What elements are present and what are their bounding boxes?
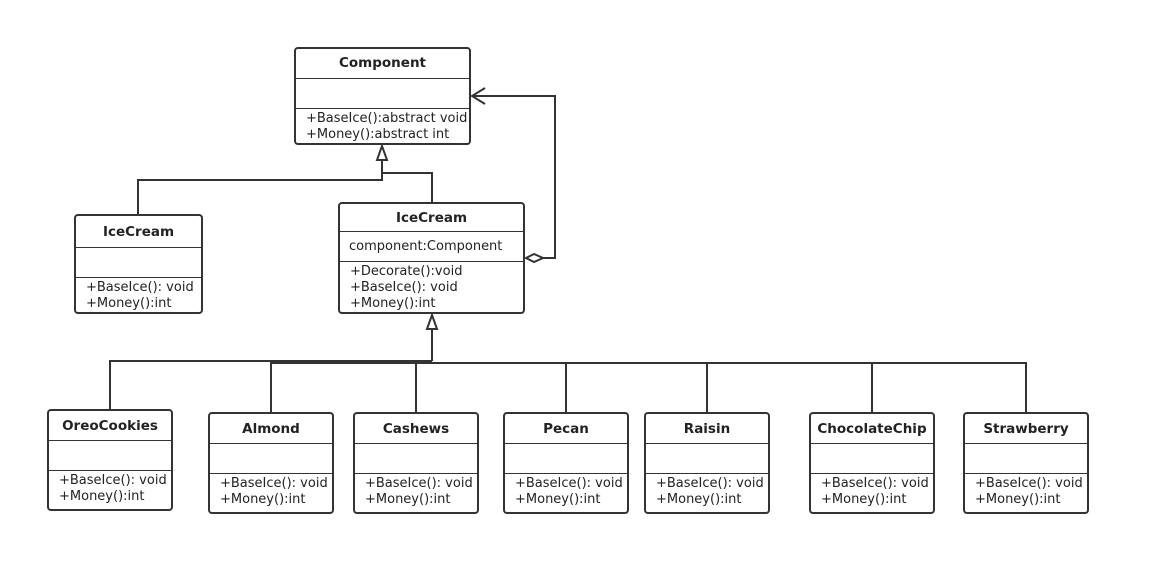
operation: +BaseIce(): void bbox=[350, 280, 458, 295]
class-attributes bbox=[355, 444, 477, 474]
class-operations: +BaseIce(): void +Money():int bbox=[76, 278, 201, 312]
generalization-raisin bbox=[566, 362, 708, 413]
class-chocolatechip[interactable]: ChocolateChip +BaseIce(): void +Money():… bbox=[809, 412, 935, 514]
aggregation-decorator-to-component bbox=[472, 95, 556, 259]
class-name: ChocolateChip bbox=[811, 414, 933, 444]
operation: +Money():int bbox=[220, 492, 306, 507]
class-name: Component bbox=[296, 49, 469, 79]
operation: +BaseIce(): void bbox=[59, 473, 167, 488]
class-operations: +BaseIce(): void +Money():int bbox=[965, 474, 1087, 512]
class-operations: +Decorate():void +BaseIce(): void +Money… bbox=[340, 262, 523, 312]
generalization-arrowhead-decorator bbox=[425, 312, 439, 330]
generalization-strawberry bbox=[872, 362, 1027, 413]
class-attributes bbox=[49, 441, 171, 471]
class-cashews[interactable]: Cashews +BaseIce(): void +Money():int bbox=[353, 412, 479, 514]
class-operations: +BaseIce():abstract void +Money():abstra… bbox=[296, 109, 469, 143]
operation: +Money():int bbox=[515, 492, 601, 507]
class-name: OreoCookies bbox=[49, 411, 171, 441]
operation: +BaseIce(): void bbox=[975, 476, 1083, 491]
class-oreocookies[interactable]: OreoCookies +BaseIce(): void +Money():in… bbox=[47, 409, 173, 511]
operation: +BaseIce(): void bbox=[365, 476, 473, 491]
operation: +Money():int bbox=[59, 489, 145, 504]
aggregation-open-arrowhead bbox=[470, 87, 486, 105]
operation: +BaseIce():abstract void bbox=[306, 111, 468, 126]
class-icecream-decorator[interactable]: IceCream component:Component +Decorate()… bbox=[338, 202, 525, 314]
class-name: Raisin bbox=[646, 414, 768, 444]
class-operations: +BaseIce(): void +Money():int bbox=[210, 474, 332, 512]
class-operations: +BaseIce(): void +Money():int bbox=[646, 474, 768, 512]
generalization-oreocookies bbox=[109, 360, 432, 410]
class-icecream-concrete[interactable]: IceCream +BaseIce(): void +Money():int bbox=[74, 214, 203, 314]
class-component[interactable]: Component +BaseIce():abstract void +Mone… bbox=[294, 47, 471, 145]
operation: +Money():int bbox=[86, 296, 172, 311]
aggregation-diamond bbox=[523, 252, 546, 264]
operation: +BaseIce(): void bbox=[656, 476, 764, 491]
operation: +BaseIce(): void bbox=[86, 280, 194, 295]
class-attributes bbox=[965, 444, 1087, 474]
class-almond[interactable]: Almond +BaseIce(): void +Money():int bbox=[208, 412, 334, 514]
attribute: component:Component bbox=[349, 239, 503, 255]
generalization-decorator-to-component bbox=[382, 172, 433, 203]
operation: +BaseIce(): void bbox=[515, 476, 623, 491]
operation: +Decorate():void bbox=[350, 264, 463, 279]
operation: +Money():int bbox=[975, 492, 1061, 507]
operation: +Money():int bbox=[656, 492, 742, 507]
class-name: IceCream bbox=[340, 204, 523, 233]
generalization-almond bbox=[270, 362, 432, 413]
generalization-arrowhead-component bbox=[375, 143, 389, 161]
generalization-icecream-to-component bbox=[137, 160, 383, 215]
generalization-chocolatechip bbox=[707, 362, 873, 413]
class-name: IceCream bbox=[76, 216, 201, 248]
class-name: Strawberry bbox=[965, 414, 1087, 444]
class-pecan[interactable]: Pecan +BaseIce(): void +Money():int bbox=[503, 412, 629, 514]
class-strawberry[interactable]: Strawberry +BaseIce(): void +Money():int bbox=[963, 412, 1089, 514]
operation: +Money():int bbox=[350, 296, 436, 311]
class-name: Pecan bbox=[505, 414, 627, 444]
class-attributes bbox=[646, 444, 768, 474]
generalization-pecan bbox=[432, 362, 567, 413]
class-raisin[interactable]: Raisin +BaseIce(): void +Money():int bbox=[644, 412, 770, 514]
operation: +Money():int bbox=[365, 492, 451, 507]
class-attributes: component:Component bbox=[340, 232, 523, 262]
class-operations: +BaseIce(): void +Money():int bbox=[811, 474, 933, 512]
class-attributes bbox=[296, 79, 469, 109]
class-attributes bbox=[76, 248, 201, 278]
class-name: Almond bbox=[210, 414, 332, 444]
operation: +BaseIce(): void bbox=[821, 476, 929, 491]
class-operations: +BaseIce(): void +Money():int bbox=[355, 474, 477, 512]
operation: +Money():int bbox=[821, 492, 907, 507]
class-attributes bbox=[811, 444, 933, 474]
operation: +BaseIce(): void bbox=[220, 476, 328, 491]
operation: +Money():abstract int bbox=[306, 127, 450, 142]
class-attributes bbox=[210, 444, 332, 474]
class-operations: +BaseIce(): void +Money():int bbox=[49, 471, 171, 509]
class-attributes bbox=[505, 444, 627, 474]
class-name: Cashews bbox=[355, 414, 477, 444]
class-operations: +BaseIce(): void +Money():int bbox=[505, 474, 627, 512]
